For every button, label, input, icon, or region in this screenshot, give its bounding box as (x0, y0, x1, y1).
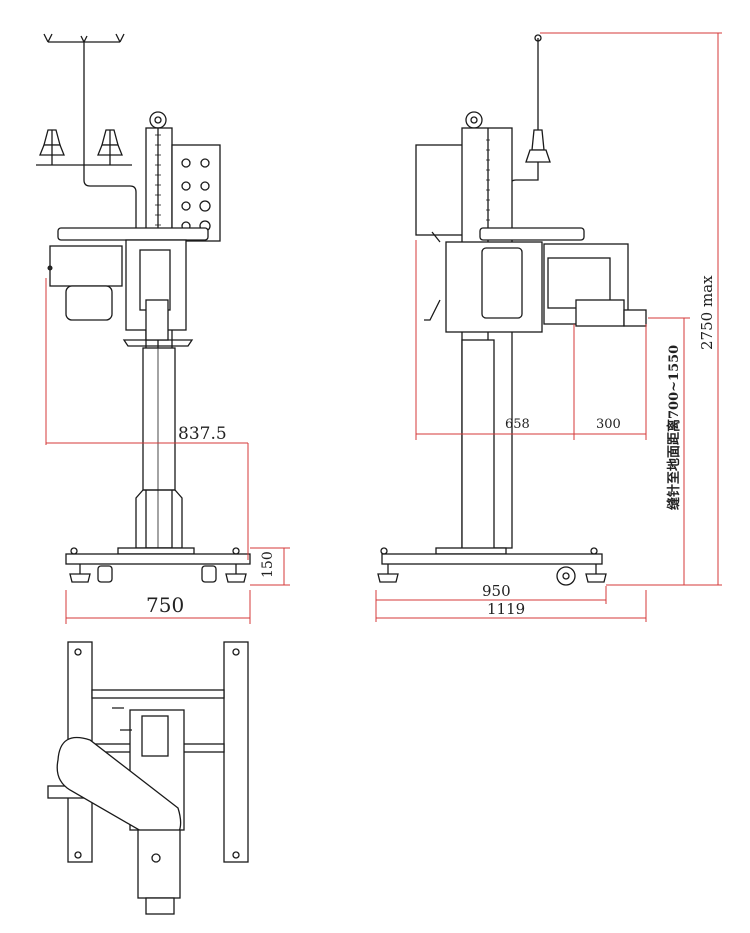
front-base (65, 547, 251, 583)
top-needle-plate (137, 829, 181, 899)
sewing-head (122, 239, 194, 347)
lower-column (117, 347, 195, 555)
top-frame-right (223, 641, 249, 863)
top-view (47, 641, 249, 915)
control-box (171, 144, 221, 242)
dim-head-offset: 300 (596, 417, 621, 432)
side-base (377, 547, 607, 586)
side-view: 658 300 950 1119 2750 max 缝针至地面距离700~155… (375, 32, 722, 622)
side-thread-stand (509, 34, 551, 228)
side-sewing-head (424, 231, 647, 333)
front-dimensions (45, 278, 290, 624)
motor (47, 245, 123, 321)
dim-needle-height: 缝针至地面距离700~1550 (666, 345, 682, 510)
dim-base-height: 150 (260, 551, 276, 578)
dim-head-depth: 658 (505, 417, 530, 432)
side-table-plate (479, 227, 585, 241)
dim-base-width: 750 (146, 593, 184, 617)
side-lower-column (461, 339, 495, 551)
dim-base-total: 1119 (487, 600, 525, 618)
dim-arm-reach: 837.5 (178, 424, 227, 444)
table-plate (57, 227, 209, 241)
side-control-box (415, 144, 465, 236)
dim-base-inner: 950 (482, 582, 511, 600)
thread-stand (36, 33, 137, 228)
side-dimensions (375, 32, 722, 622)
dim-max-height: 2750 max (698, 275, 716, 350)
front-view: 837.5 750 150 (36, 33, 290, 624)
